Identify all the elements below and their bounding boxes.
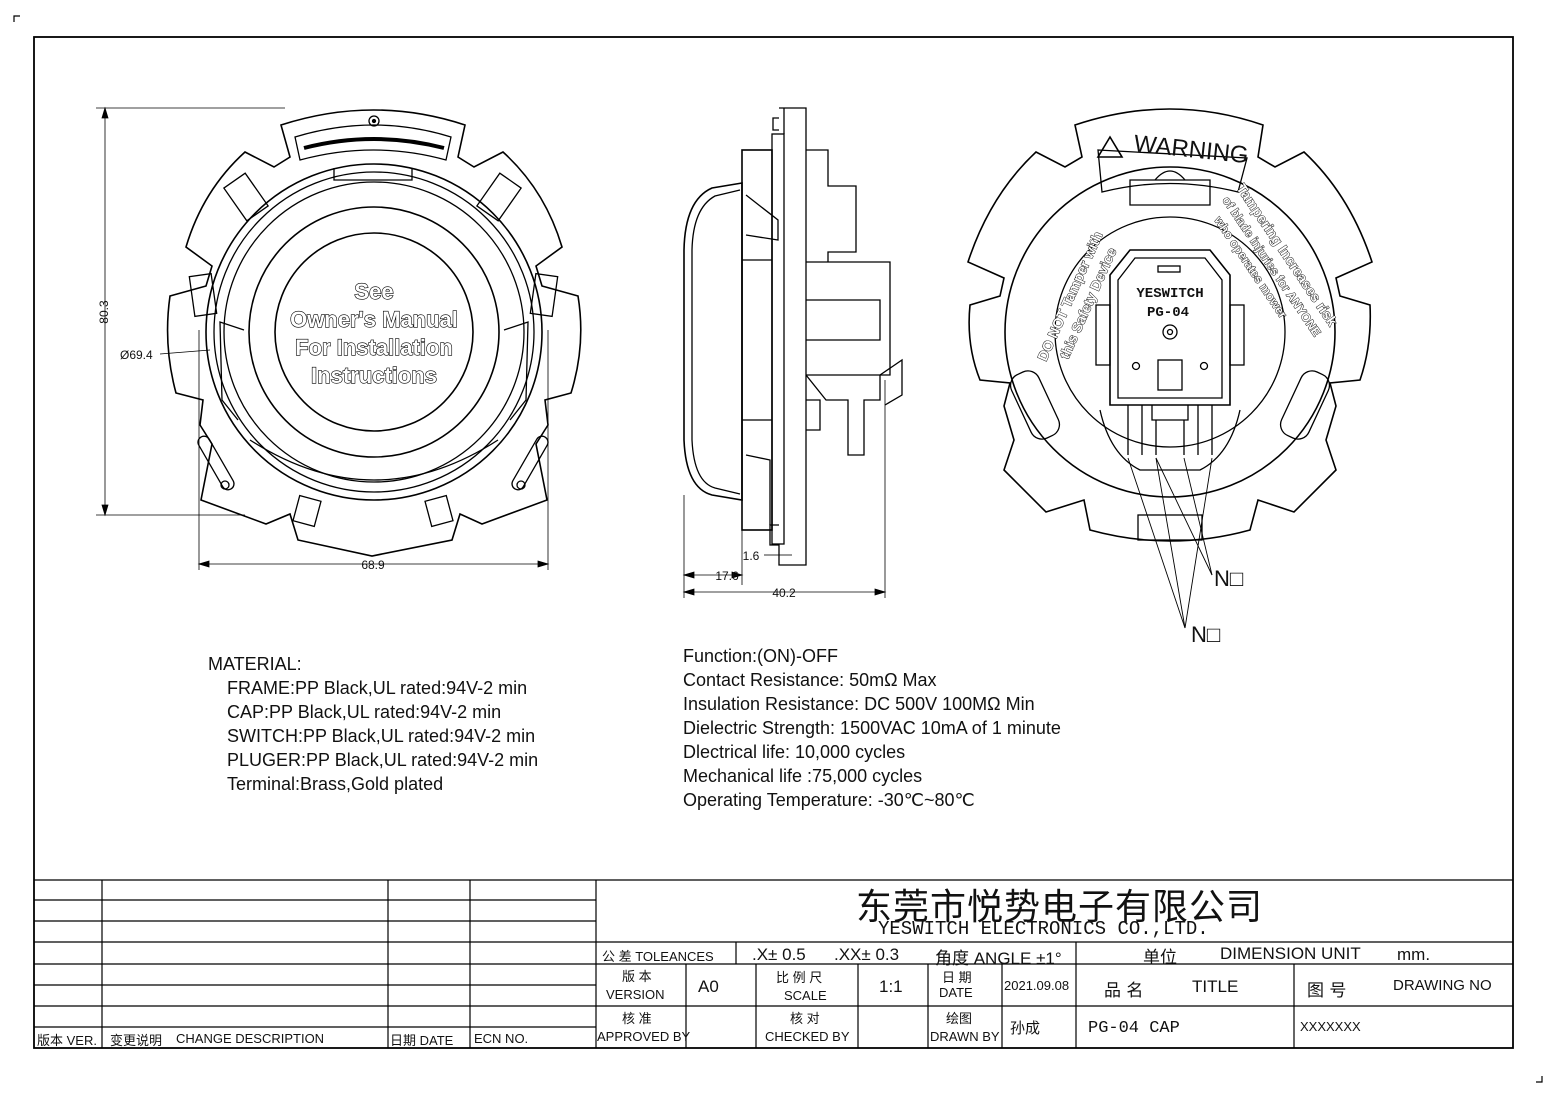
unit-en: DIMENSION UNIT — [1220, 944, 1361, 963]
corner-mark-bottom-right — [1536, 1076, 1543, 1083]
dim-small: 1.6 — [743, 549, 760, 563]
dim-diameter: Ø69.4 — [120, 348, 153, 362]
spec-contact-resistance: Contact Resistance: 50mΩ Max — [683, 670, 937, 690]
switch-label-model: PG-04 — [1147, 305, 1189, 321]
angle-tolerance: 角度 ANGLE ±1° — [935, 949, 1062, 968]
unit-value: mm. — [1397, 945, 1431, 964]
cap-text-line-1: See — [354, 279, 393, 304]
scale-cn: 比 例 尺 — [776, 970, 823, 985]
title-cn: 品 名 — [1104, 981, 1144, 1001]
cap-text-line-2: Owner's Manual — [290, 307, 458, 332]
tolerance-x: .X± 0.5 — [752, 945, 806, 964]
callout-leaders — [1127, 457, 1213, 629]
rev-header-ecn: ECN NO. — [474, 1031, 529, 1046]
material-cap: CAP:PP Black,UL rated:94V-2 min — [227, 702, 502, 722]
corner-mark-top-left — [13, 15, 20, 22]
drawing-border — [33, 36, 1514, 1049]
spec-function: Function:(ON)-OFF — [683, 646, 839, 666]
rev-header-ver: 版本 VER. — [37, 1033, 97, 1048]
right-arc-text-2: of blade injuries for ANYONE — [1220, 194, 1324, 339]
side-view — [683, 107, 903, 566]
approved-en: APPROVED BY — [597, 1029, 691, 1044]
switch-label-brand: YESWITCH — [1136, 286, 1203, 302]
material-terminal: Terminal:Brass,Gold plated — [227, 774, 444, 794]
dim-height: 80.3 — [97, 300, 111, 324]
company-name-cn: 东莞市悦势电子有限公司 — [856, 887, 1264, 928]
warning-label: WARNING — [1133, 130, 1250, 169]
dim-total: 40.2 — [772, 586, 796, 600]
material-switch: SWITCH:PP Black,UL rated:94V-2 min — [227, 726, 536, 746]
rev-header-desc-cn: 变更说明 — [110, 1033, 163, 1048]
approved-cn: 核 准 — [622, 1011, 652, 1026]
date-cn: 日 期 — [942, 970, 972, 985]
callout-no-1: N□ — [1214, 566, 1243, 591]
scale-en: SCALE — [784, 988, 827, 1003]
version-en: VERSION — [606, 987, 665, 1002]
company-name-en: YESWITCH ELECTRONICS CO.,LTD. — [878, 918, 1209, 940]
material-frame: FRAME:PP Black,UL rated:94V-2 min — [227, 678, 528, 698]
spec-mechanical-life: Mechanical life :75,000 cycles — [683, 766, 923, 786]
title-en: TITLE — [1192, 977, 1239, 996]
drawing-no-cn: 图 号 — [1307, 981, 1347, 1001]
checked-en: CHECKED BY — [765, 1029, 850, 1044]
dim-width: 68.9 — [361, 558, 385, 572]
drawing-no-value: XXXXXXX — [1300, 1019, 1361, 1034]
electrical-spec: Function:(ON)-OFF Contact Resistance: 50… — [683, 644, 1061, 812]
tolerance-label: 公 差 TOLEANCES — [602, 949, 714, 964]
scale-value: 1:1 — [879, 977, 903, 996]
part-name: PG-04 CAP — [1088, 1019, 1180, 1038]
version-value: A0 — [698, 977, 719, 996]
material-pluger: PLUGER:PP Black,UL rated:94V-2 min — [227, 750, 539, 770]
front-view-dimensions — [96, 106, 550, 570]
date-en: DATE — [939, 985, 973, 1000]
dim-depth: 17.6 — [715, 569, 739, 583]
tolerance-xx: .XX± 0.3 — [834, 945, 900, 964]
material-heading: MATERIAL: — [208, 654, 302, 674]
spec-electrical-life: Dlectrical life: 10,000 cycles — [683, 742, 906, 762]
spec-insulation-resistance: Insulation Resistance: DC 500V 100MΩ Min — [683, 694, 1035, 714]
cap-text-line-3: For Installation — [295, 335, 453, 360]
rev-header-date: 日期 DATE — [390, 1033, 454, 1048]
material-spec: MATERIAL: FRAME:PP Black,UL rated:94V-2 … — [208, 652, 538, 796]
drawn-en: DRAWN BY — [930, 1029, 1000, 1044]
checked-cn: 核 对 — [790, 1011, 820, 1026]
side-view-dimensions — [682, 380, 887, 598]
spec-dielectric-strength: Dielectric Strength: 1500VAC 10mA of 1 m… — [683, 718, 1061, 738]
unit-cn: 单位 — [1143, 948, 1177, 968]
drawn-cn: 绘图 — [946, 1011, 973, 1026]
cap-text-line-4: Instructions — [311, 363, 437, 388]
drawn-value: 孙成 — [1010, 1019, 1041, 1037]
rear-arc-text: DO NOT Tamper with this Safety Device Ta… — [1034, 180, 1342, 363]
spec-operating-temperature: Operating Temperature: -30℃~80℃ — [683, 790, 975, 810]
date-value: 2021.09.08 — [1004, 978, 1070, 993]
front-view — [166, 109, 582, 557]
drawing-no-en: DRAWING NO — [1393, 977, 1492, 994]
cap-text: See Owner's Manual For Installation Inst… — [289, 278, 458, 388]
callout-no-2: N□ — [1191, 622, 1220, 647]
version-cn: 版 本 — [622, 969, 652, 984]
rev-header-desc-en: CHANGE DESCRIPTION — [176, 1031, 325, 1046]
rear-view — [967, 108, 1373, 542]
title-block-grid — [34, 879, 1513, 1048]
